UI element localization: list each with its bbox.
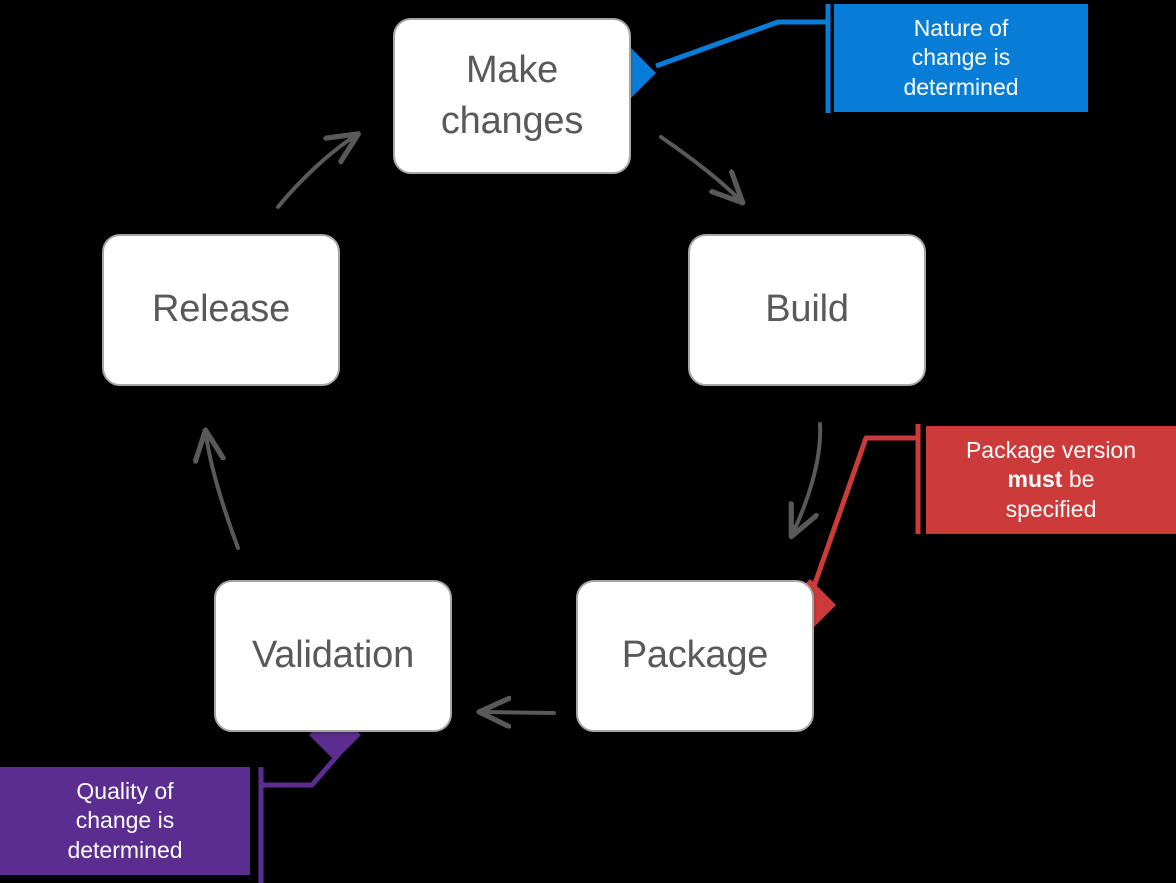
arrow-make-changes-to-build — [659, 135, 740, 200]
node-validation[interactable]: Validation — [214, 580, 452, 732]
node-validation-label: Validation — [251, 634, 415, 677]
arrow-package-to-validation — [483, 712, 556, 713]
node-release-label: Release — [151, 288, 291, 331]
node-release[interactable]: Release — [102, 234, 340, 386]
connector-quality-of-change — [258, 709, 361, 883]
node-make-changes[interactable]: Make changes — [393, 18, 631, 174]
callout-quality-of-change-text: Quality of change is determined — [67, 777, 183, 863]
node-build-label: Build — [765, 288, 849, 331]
arrow-build-to-package — [793, 422, 823, 533]
connector-nature-of-change — [604, 4, 831, 113]
arrow-validation-to-release — [206, 434, 240, 550]
callout-nature-of-change: Nature of change is determined — [834, 4, 1088, 112]
callout-quality-of-change: Quality of change is determined — [0, 767, 250, 875]
arrow-release-to-make-changes — [276, 136, 355, 209]
callout-package-version-text: Package version must be specified — [965, 436, 1137, 522]
callout-package-version: Package version must be specified — [926, 426, 1176, 534]
node-package[interactable]: Package — [576, 580, 814, 732]
node-package-label: Package — [621, 634, 769, 677]
callout-package-version-emphasis: must — [1007, 466, 1063, 493]
callout-nature-of-change-text: Nature of change is determined — [903, 14, 1019, 100]
node-build[interactable]: Build — [688, 234, 926, 386]
node-make-changes-label: Make changes — [440, 48, 584, 142]
